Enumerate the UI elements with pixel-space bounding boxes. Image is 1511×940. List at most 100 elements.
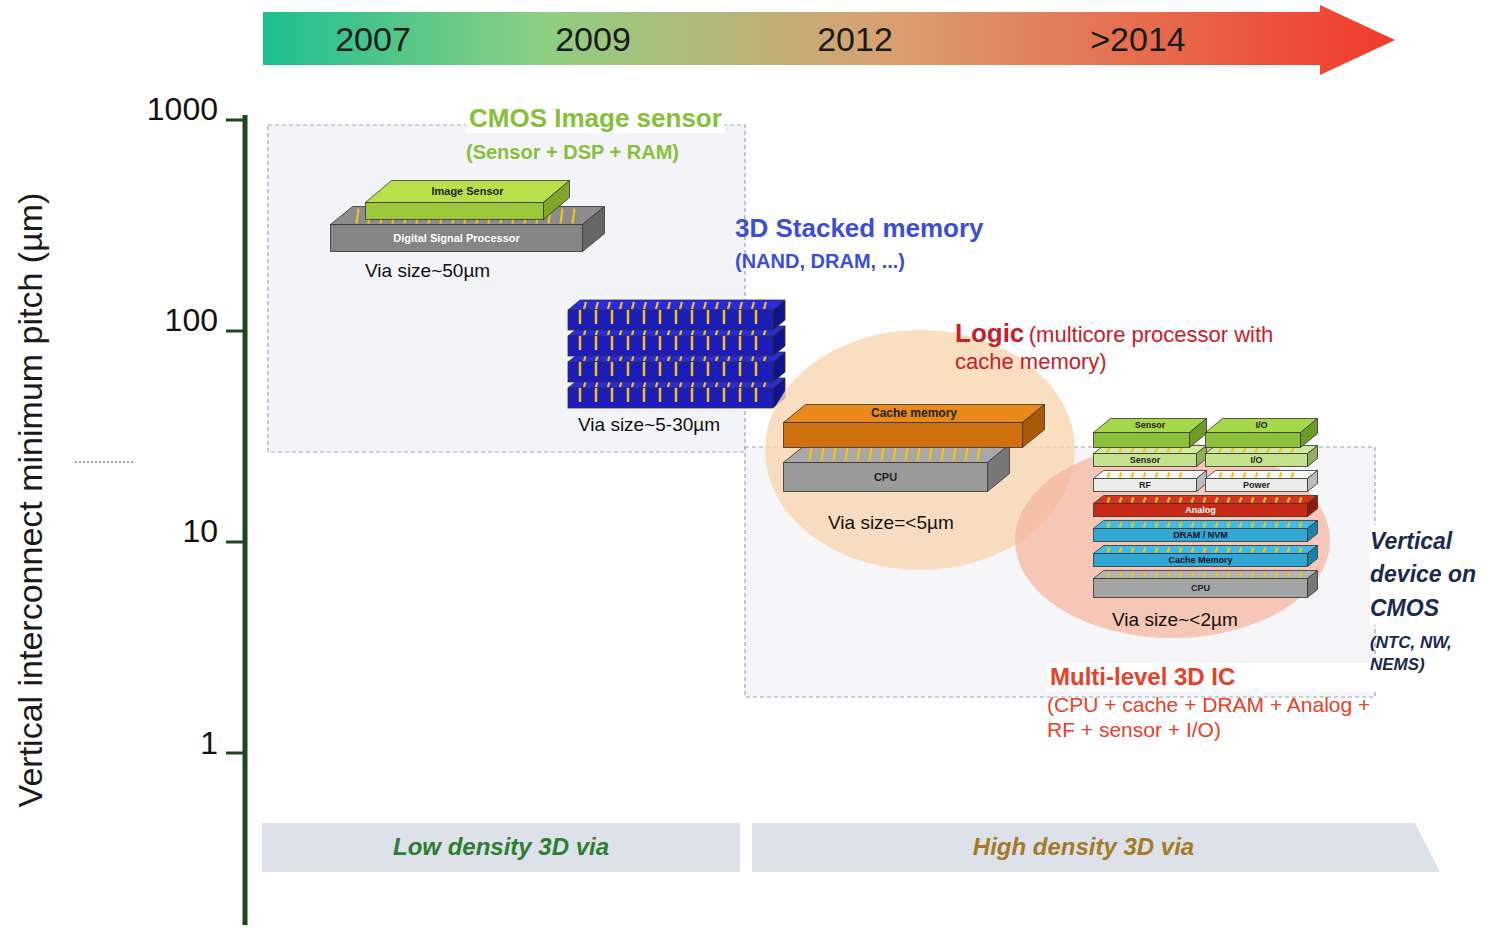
via xyxy=(822,447,824,462)
via xyxy=(1156,573,1158,578)
via xyxy=(1168,498,1170,503)
via xyxy=(1220,473,1222,478)
label-holder: 10 xyxy=(120,512,218,550)
layer-text-area: I/O xyxy=(1214,418,1310,432)
label-holder: Vertical device on CMOS xyxy=(1370,525,1504,625)
via xyxy=(1192,523,1194,528)
side-note: (NTC, NW, NEMS) xyxy=(1370,633,1452,674)
via xyxy=(596,302,598,309)
via xyxy=(369,209,371,224)
chip-layer: Sensor xyxy=(1093,418,1207,448)
via xyxy=(740,302,742,309)
layer-front xyxy=(1206,479,1308,492)
via xyxy=(1216,573,1218,578)
layer-front xyxy=(1206,454,1308,467)
via xyxy=(1156,523,1158,528)
section-heading: 3D Stacked memory xyxy=(735,213,984,243)
layer-front xyxy=(1094,529,1308,542)
y-axis xyxy=(243,115,248,925)
section-subheading: (Sensor + DSP + RAM) xyxy=(466,140,766,164)
via xyxy=(918,447,920,462)
via xyxy=(1232,448,1234,453)
via xyxy=(1108,523,1110,528)
layer-label: Image Sensor xyxy=(431,186,503,197)
via xyxy=(573,209,575,224)
layer-side xyxy=(773,352,785,382)
via xyxy=(1300,498,1302,503)
via xyxy=(501,209,503,224)
via xyxy=(1156,448,1158,453)
layer-label: Sensor xyxy=(1135,421,1166,430)
layer-front xyxy=(1094,554,1308,567)
via xyxy=(834,447,836,462)
layer-top xyxy=(784,445,1010,463)
via xyxy=(1300,573,1302,578)
via xyxy=(930,447,932,462)
layer-label: Cache Memory xyxy=(1168,556,1232,565)
via xyxy=(1132,448,1134,453)
via xyxy=(1228,523,1230,528)
via xyxy=(1120,573,1122,578)
layer-side xyxy=(1308,546,1318,567)
layer-label: I/O xyxy=(1255,421,1267,430)
timeline-arrow xyxy=(263,5,1395,75)
via xyxy=(1252,548,1254,553)
via xyxy=(1204,498,1206,503)
via xyxy=(1276,498,1278,503)
layer-text-area: Image Sensor xyxy=(378,180,557,202)
via xyxy=(584,302,586,309)
via xyxy=(429,209,431,224)
via xyxy=(966,447,968,462)
via xyxy=(1288,573,1290,578)
via xyxy=(1132,473,1134,478)
layer-label: I/O xyxy=(1250,456,1262,465)
section-heading: Multi-level 3D IC xyxy=(1047,663,1392,692)
heading-block: CMOS Image sensor (Sensor + DSP + RAM) xyxy=(466,103,766,164)
via xyxy=(393,209,395,224)
via xyxy=(1268,473,1270,478)
layer-side xyxy=(988,445,1010,492)
label-holder: 3D Stacked memory xyxy=(735,213,984,244)
layer-front xyxy=(568,362,773,382)
via xyxy=(1132,498,1134,503)
layer-text-area: CPU xyxy=(1093,578,1308,598)
chip-layer: Power xyxy=(1205,470,1318,492)
chip-layer: Cache Memory xyxy=(1093,545,1318,567)
via xyxy=(1288,498,1290,503)
via xyxy=(1280,473,1282,478)
via xyxy=(1256,448,1258,453)
label-holder: 1 xyxy=(120,724,218,762)
via xyxy=(537,209,539,224)
via xyxy=(1244,473,1246,478)
via xyxy=(870,447,872,462)
via xyxy=(1276,573,1278,578)
layer-shape xyxy=(783,444,1011,493)
layer-front xyxy=(1094,479,1197,492)
layer-top xyxy=(1094,471,1207,479)
via xyxy=(405,209,407,224)
via xyxy=(692,302,694,309)
via-post xyxy=(643,310,646,404)
layer-side xyxy=(773,300,785,330)
layer-front xyxy=(1094,504,1308,517)
section-heading: CMOS Image sensor xyxy=(466,103,725,133)
layer-side xyxy=(1197,471,1207,492)
via xyxy=(1120,523,1122,528)
via xyxy=(1240,523,1242,528)
via xyxy=(561,209,563,224)
via xyxy=(1144,498,1146,503)
label-holder: Via size~50µm xyxy=(365,260,490,283)
via xyxy=(1168,548,1170,553)
via xyxy=(752,302,754,309)
via xyxy=(1240,498,1242,503)
via xyxy=(1276,548,1278,553)
layer-side xyxy=(1308,471,1318,492)
via xyxy=(1228,573,1230,578)
via-post xyxy=(627,310,630,404)
layer-top xyxy=(1206,471,1318,479)
label-holder: (NTC, NW, NEMS) xyxy=(1370,632,1504,676)
via xyxy=(1288,548,1290,553)
layer-label: CPU xyxy=(874,472,897,483)
section-subheading: (CPU + cache + DRAM + Analog + RF + sens… xyxy=(1047,692,1392,742)
